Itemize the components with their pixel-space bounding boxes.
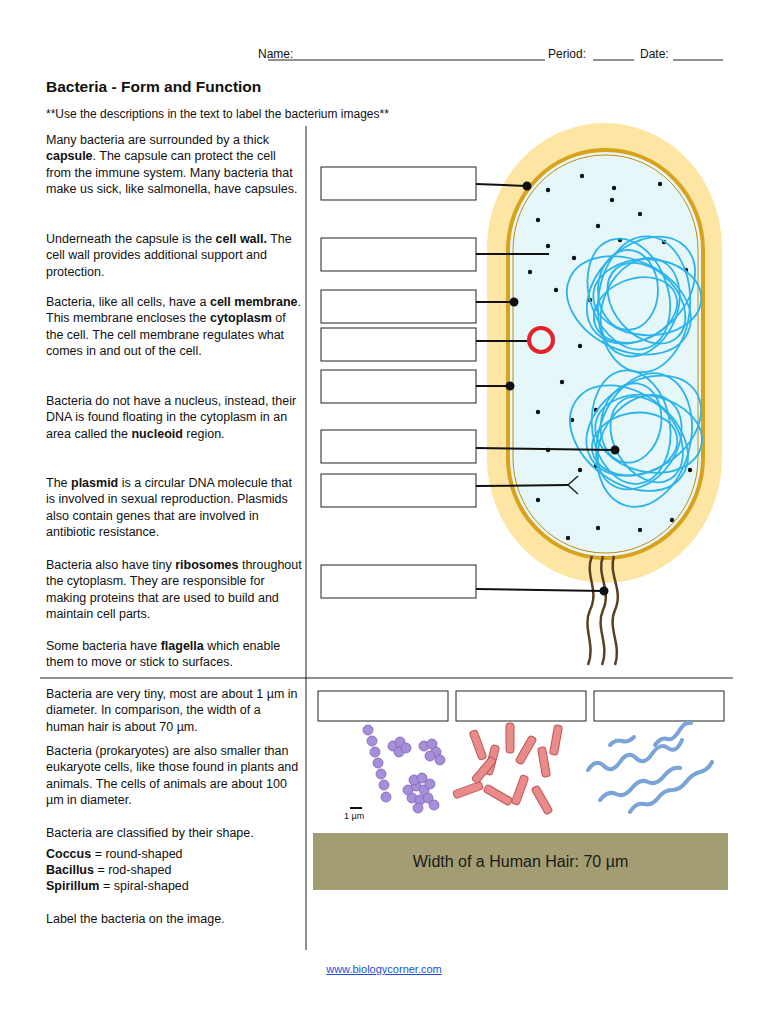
text-run: Underneath the capsule is the: [46, 232, 216, 246]
text-run: region.: [183, 427, 225, 441]
text-run: = round-shaped: [91, 847, 182, 861]
capsule: [487, 123, 722, 583]
period-field: Period:: [548, 46, 586, 62]
section-divider: [40, 678, 733, 679]
text-run: Bacteria, like all cells, have a: [46, 295, 210, 309]
answer-boxes: [318, 167, 724, 721]
text-run: nucleoid: [131, 427, 182, 441]
band-text: Width of a Human Hair: 70 µm: [413, 853, 629, 871]
hair-width-band: Width of a Human Hair: 70 µm: [313, 833, 728, 890]
paragraph: Many bacteria are surrounded by a thick …: [46, 132, 302, 198]
leader-lines: [476, 183, 619, 595]
text-run: Many bacteria are surrounded by a thick: [46, 133, 269, 147]
text-run: www.biologycorner.com: [326, 963, 442, 975]
text-run: Date:: [640, 47, 669, 61]
cell-membrane: [513, 155, 698, 553]
text-run: cell membrane: [210, 295, 298, 309]
text-run: Bacteria are very tiny, most are about 1…: [46, 687, 298, 734]
name-field: Name:: [258, 46, 293, 62]
shape-definition: Coccus = round-shaped: [46, 846, 302, 862]
paragraph: Bacteria are very tiny, most are about 1…: [46, 686, 302, 735]
cell-wall: [508, 150, 703, 558]
paragraph: Label the bacteria on the image.: [46, 911, 302, 927]
worksheet-title: Bacteria - Form and Function: [46, 77, 446, 96]
text-run: Bacteria also have tiny: [46, 558, 175, 572]
text-run: Bacteria (prokaryotes) are also smaller …: [46, 744, 298, 807]
paragraph: The plasmid is a circular DNA molecule t…: [46, 475, 302, 541]
flagella: [587, 556, 617, 665]
text-run: Bacteria are classified by their shape.: [46, 826, 254, 840]
text-run: 1 µm: [344, 811, 364, 821]
date-field: Date:: [640, 46, 669, 62]
text-run: Spirillum: [46, 879, 99, 893]
text-run: Name:: [258, 47, 293, 61]
source-url: www.biologycorner.com: [0, 961, 768, 977]
spirillum-bacteria: [588, 723, 712, 812]
scale-label: 1 µm: [344, 811, 364, 822]
paragraph: Some bacteria have flagella which enable…: [46, 638, 302, 671]
date-blank: [673, 60, 723, 61]
scale-bar: [350, 807, 362, 809]
pilus: [568, 476, 578, 494]
text-run: Some bacteria have: [46, 639, 161, 653]
text-run: = rod-shaped: [94, 863, 171, 877]
text-run: Label the bacteria on the image.: [46, 912, 225, 926]
paragraph: Underneath the capsule is the cell wall.…: [46, 231, 302, 280]
text-run: Bacillus: [46, 863, 94, 877]
text-run: = spiral-shaped: [99, 879, 188, 893]
text-run: plasmid: [71, 476, 118, 490]
paragraph: Bacteria are classified by their shape.: [46, 825, 302, 841]
paragraph: Bacteria also have tiny ribosomes throug…: [46, 557, 302, 623]
text-run: flagella: [161, 639, 204, 653]
text-run: The: [46, 476, 71, 490]
text-run: Period:: [548, 47, 586, 61]
paragraph: Bacteria do not have a nucleus, instead,…: [46, 393, 302, 442]
text-run: cytoplasm: [210, 311, 272, 325]
instructions: **Use the descriptions in the text to la…: [46, 106, 486, 122]
column-divider: [306, 126, 307, 950]
shape-definition: Spirillum = spiral-shaped: [46, 878, 302, 894]
paragraph: Bacteria (prokaryotes) are also smaller …: [46, 743, 302, 809]
text-run: capsule: [46, 149, 93, 163]
bacillus-bacteria: [453, 723, 563, 815]
coccus-bacteria: [363, 725, 445, 813]
period-blank: [593, 60, 634, 61]
shape-definition: Bacillus = rod-shaped: [46, 862, 302, 878]
text-run: ribosomes: [175, 558, 238, 572]
text-run: cell wall.: [216, 232, 267, 246]
name-blank: [268, 60, 545, 61]
nucleoid-dna: [550, 215, 720, 517]
text-run: **Use the descriptions in the text to la…: [46, 107, 389, 121]
paragraph: Bacteria, like all cells, have a cell me…: [46, 294, 302, 360]
text-run: Coccus: [46, 847, 91, 861]
plasmid: [529, 328, 553, 352]
